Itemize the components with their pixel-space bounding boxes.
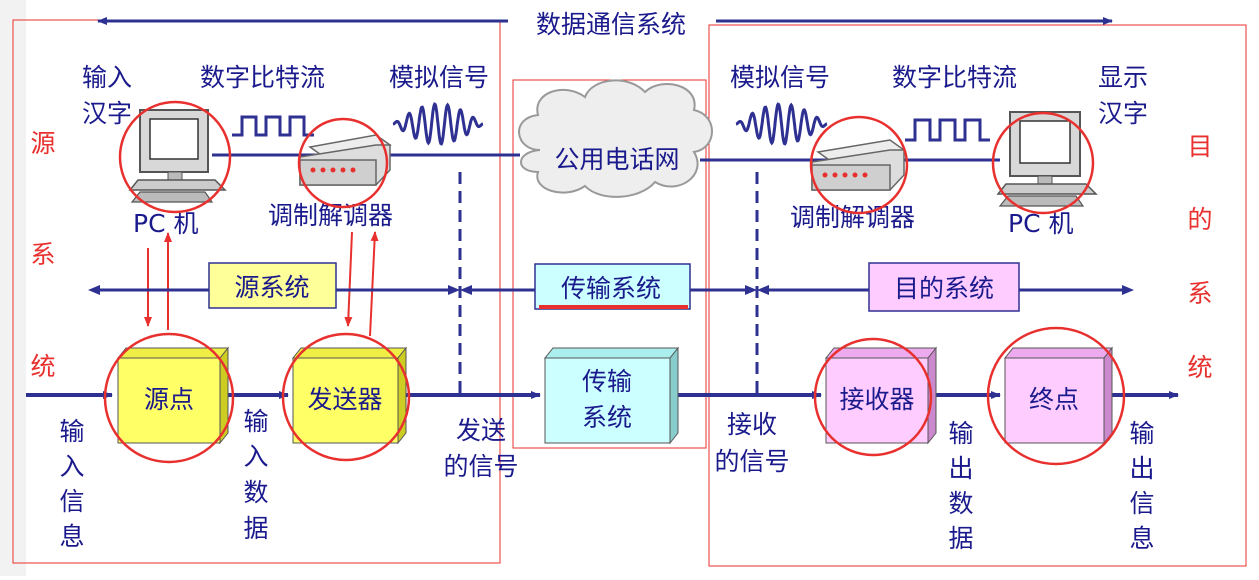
dest-vertical-2: 的: [1187, 205, 1212, 234]
transmission-block: 传输 系统: [543, 346, 680, 445]
source-span-head-left: [88, 285, 100, 295]
pc-left-icon: [128, 109, 227, 203]
display-chars-line2: 汉字: [1098, 99, 1148, 128]
diagram-title: 数据通信系统: [536, 10, 686, 39]
output-info-4: 息: [1129, 524, 1154, 553]
received-signal-line1: 接收: [727, 410, 777, 439]
receiver-block: 接收器: [824, 346, 938, 445]
trans-span-head-left: [460, 285, 472, 295]
pc-left-label: PC 机: [133, 209, 198, 238]
analog-left-label: 模拟信号: [389, 63, 489, 92]
input-data-1: 输: [243, 407, 268, 436]
received-signal-line2: 的信号: [714, 447, 789, 476]
analog-wave-left: [392, 102, 484, 146]
dest-span-head-left: [757, 285, 769, 295]
input-data-4: 据: [243, 514, 268, 543]
source-block-label: 源点: [144, 385, 194, 414]
dest-system-label: 目的系统: [894, 274, 994, 303]
output-info-2: 出: [1129, 454, 1154, 483]
source-block: 源点: [116, 346, 230, 445]
trans-span-head-right: [745, 285, 757, 295]
public-telephone-network-cloud: 公用电话网: [518, 79, 713, 198]
dest-region-frame: [708, 24, 1247, 567]
output-info-3: 信: [1129, 489, 1154, 518]
source-vertical-2: 系: [30, 240, 55, 269]
display-chars-line1: 显示: [1098, 63, 1148, 92]
input-info-1: 输: [59, 417, 84, 446]
pc-right-highlight-circle: [991, 111, 1095, 215]
pc-left-highlight-circle: [118, 100, 232, 214]
digital-wave-right: [905, 118, 990, 142]
modem-right-label: 调制解调器: [790, 203, 915, 232]
receiver-block-label: 接收器: [839, 385, 914, 414]
modem-right-icon: [811, 139, 906, 191]
source-system-box: [208, 262, 337, 309]
destination-highlight-circle: [986, 326, 1126, 466]
receiver-highlight-circle: [813, 337, 933, 457]
input-info-2: 入: [59, 452, 84, 481]
digital-stream-left-label: 数字比特流: [200, 63, 325, 92]
transmission-system-box: [534, 263, 691, 310]
transmitter-highlight-circle: [281, 332, 411, 462]
source-vertical-3: 统: [30, 352, 55, 381]
transmission-block-line1: 传输: [582, 367, 632, 396]
output-data-2: 出: [948, 454, 973, 483]
input-chars-line1: 输入: [82, 63, 132, 92]
pc-right-icon: [996, 111, 1098, 207]
dest-system-box: [868, 262, 1020, 312]
destination-block-label: 终点: [1029, 385, 1079, 414]
analog-right-label: 模拟信号: [730, 63, 830, 92]
input-chars-line2: 汉字: [82, 99, 132, 128]
network-label: 公用电话网: [554, 145, 679, 174]
source-vertical-1: 源: [30, 129, 55, 158]
output-data-1: 输: [948, 419, 973, 448]
digital-wave-left: [232, 115, 314, 137]
dest-span-head-right: [1122, 285, 1134, 295]
transmitter-block-label: 发送器: [307, 385, 382, 414]
link-arrow-modem-down: [344, 231, 353, 327]
output-data-4: 据: [948, 524, 973, 553]
source-highlight-circle: [103, 332, 235, 464]
dest-vertical-1: 目: [1187, 132, 1212, 161]
transmitter-block: 发送器: [291, 346, 408, 445]
digital-stream-right-label: 数字比特流: [892, 63, 1017, 92]
input-info-4: 息: [59, 522, 84, 551]
output-info-1: 输: [1129, 419, 1154, 448]
dest-vertical-4: 统: [1187, 353, 1212, 382]
input-info-3: 信: [59, 487, 84, 516]
analog-wave-right: [735, 102, 828, 146]
transmission-block-line2: 系统: [582, 403, 632, 432]
link-arrow-modem-up: [369, 231, 379, 337]
source-system-label: 源系统: [234, 273, 309, 302]
sent-signal-line1: 发送: [456, 416, 506, 445]
source-span-head-right: [448, 285, 460, 295]
input-data-2: 入: [243, 442, 268, 471]
destination-block: 终点: [1003, 346, 1114, 445]
modem-right-highlight-circle: [809, 115, 909, 215]
output-data-3: 数: [948, 489, 973, 518]
input-data-3: 数: [243, 478, 268, 507]
transmission-system-label: 传输系统: [561, 274, 661, 303]
modem-left-icon: [299, 134, 392, 186]
sent-signal-line2: 的信号: [443, 452, 518, 481]
dest-vertical-3: 系: [1187, 279, 1212, 308]
modem-left-highlight-circle: [297, 117, 389, 209]
